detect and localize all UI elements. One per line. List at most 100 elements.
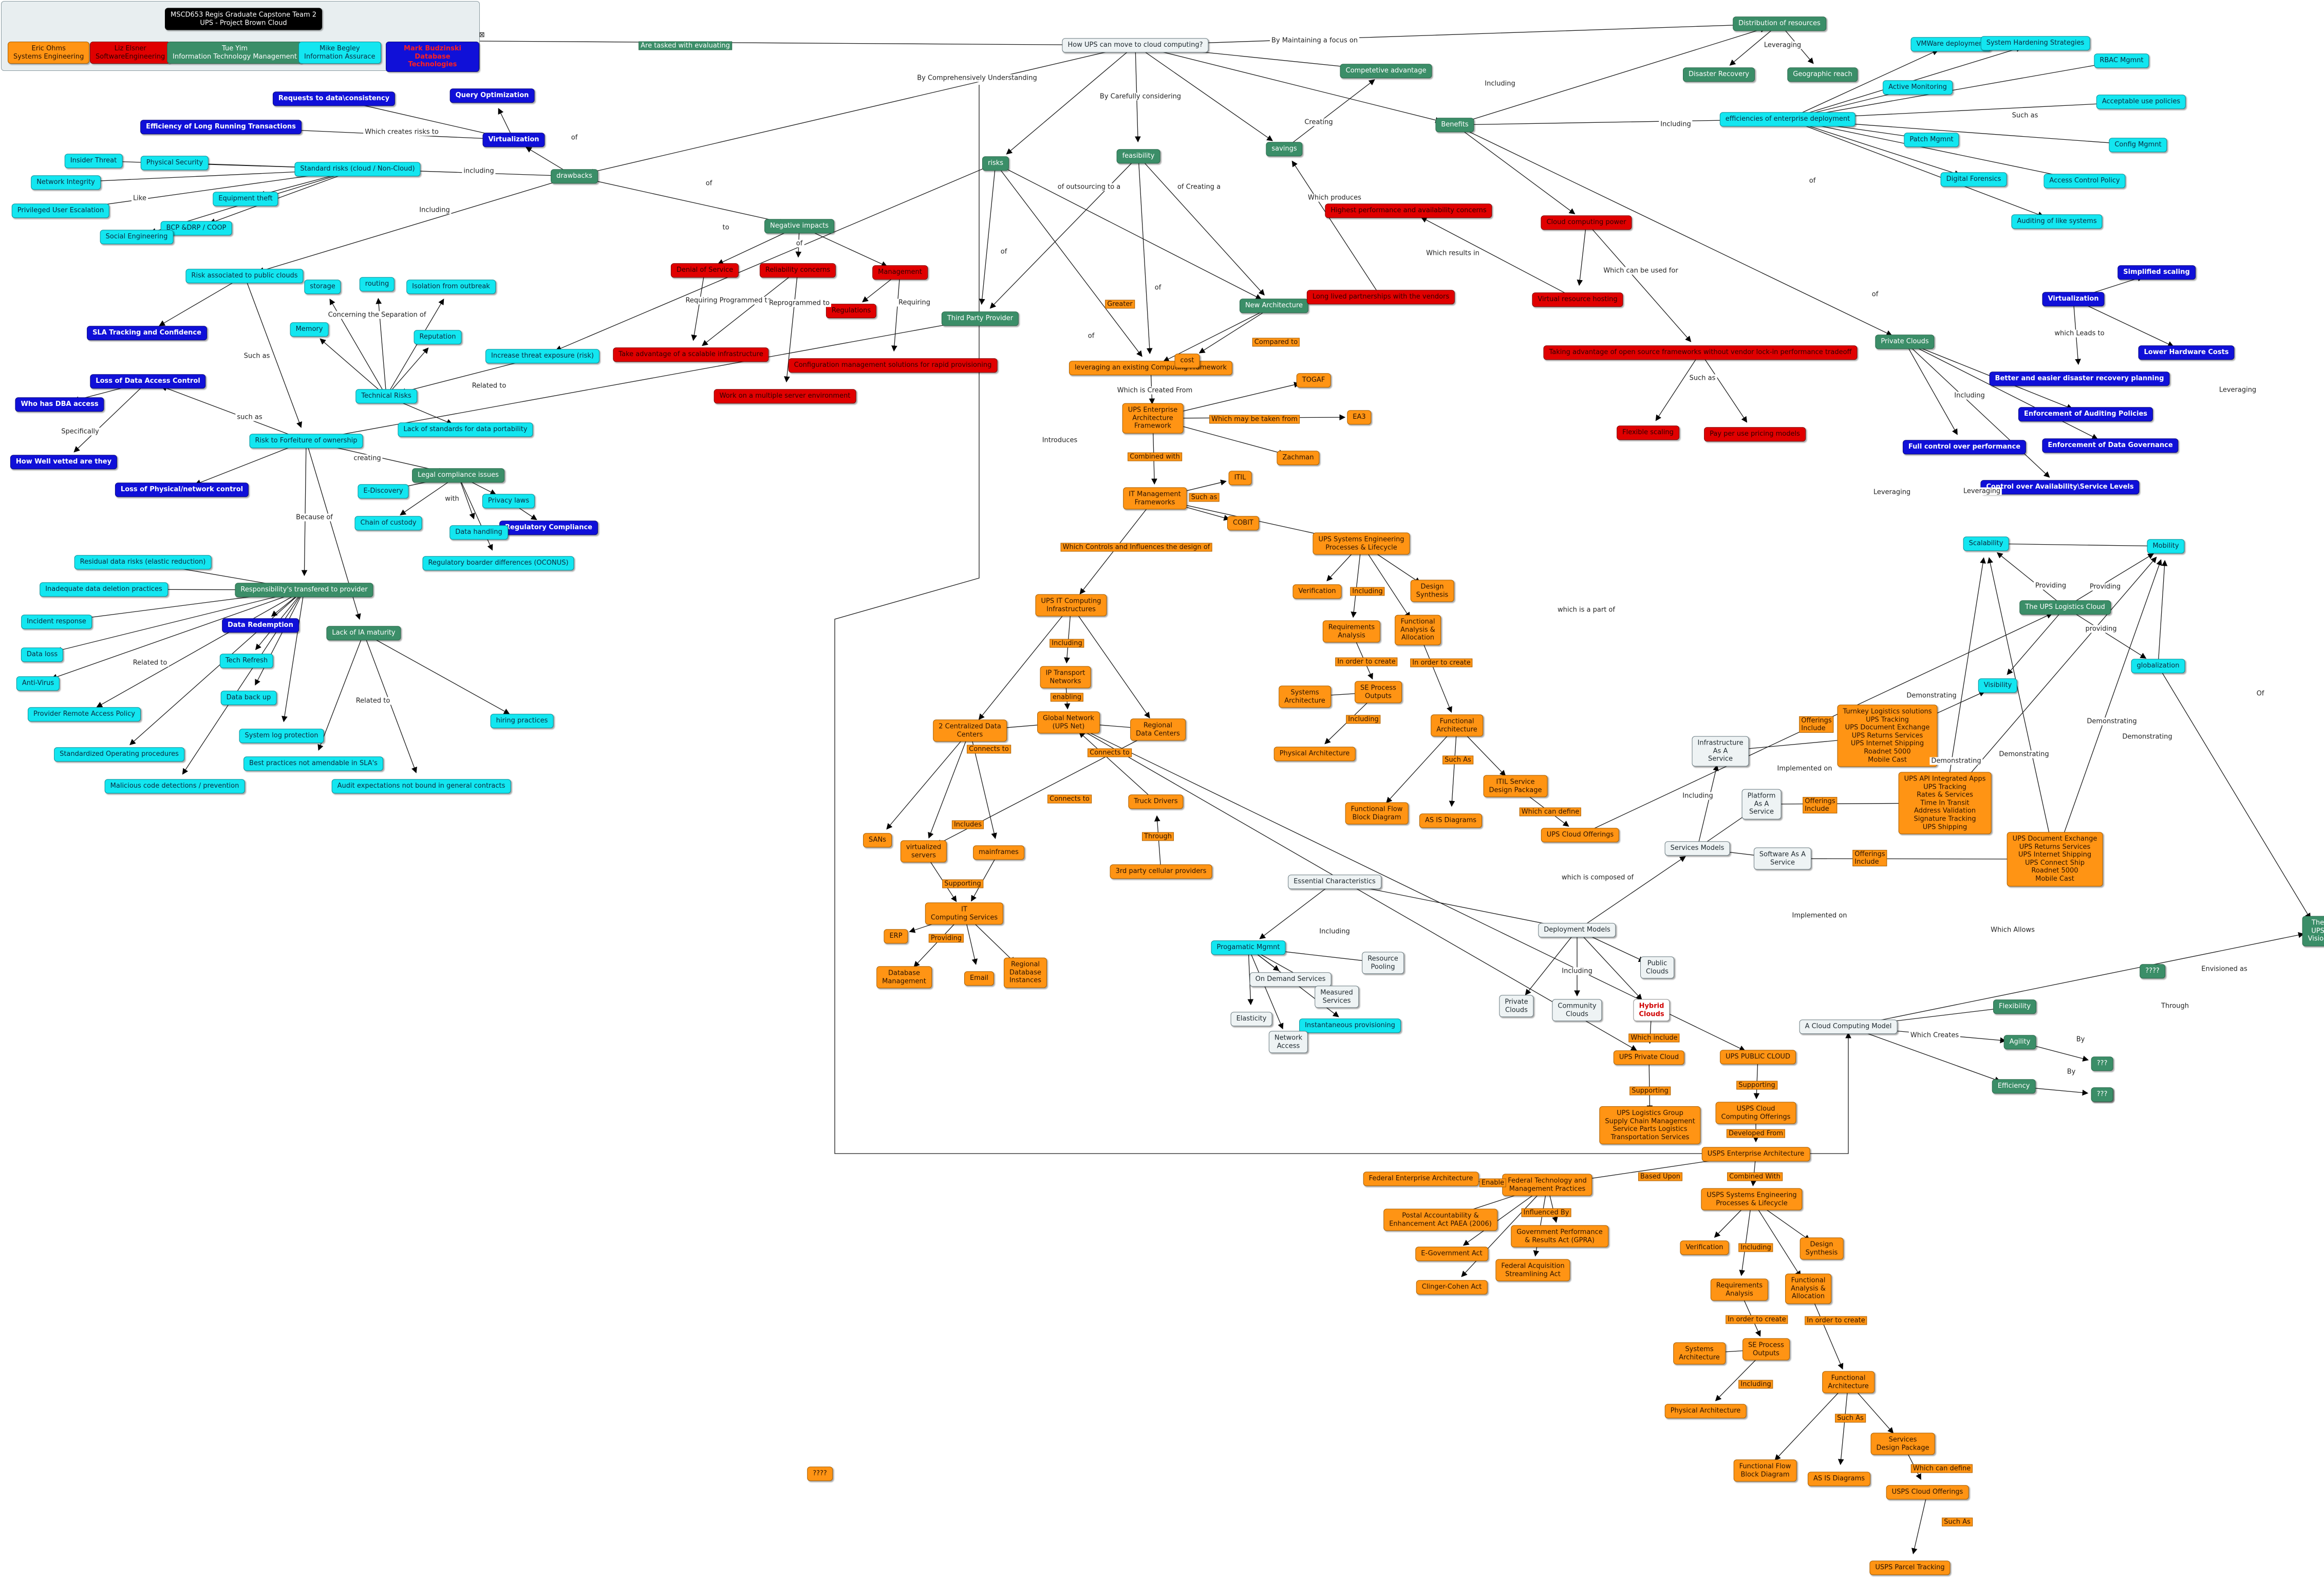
- node-egov[interactable]: E-Government Act: [1415, 1247, 1488, 1261]
- node-virtsrv[interactable]: virtualized servers: [900, 840, 947, 863]
- node-clinger[interactable]: Clinger-Cohen Act: [1416, 1280, 1488, 1294]
- node-hybrid[interactable]: Hybrid Clouds: [1633, 999, 1670, 1022]
- node-q[interactable]: How UPS can move to cloud computing?: [1062, 38, 1209, 52]
- node-privcl[interactable]: Private Clouds: [1875, 335, 1935, 349]
- node-apisvc[interactable]: UPS API Integrated Apps UPS Tracking Rat…: [1898, 772, 1992, 834]
- node-zach[interactable]: Zachman: [1277, 451, 1320, 465]
- node-uspsco2[interactable]: USPS Cloud Offerings: [1886, 1485, 1969, 1499]
- node-virt[interactable]: Virtualization: [482, 133, 545, 147]
- node-thirdp[interactable]: Third Party Provider: [941, 311, 1019, 326]
- node-hiring[interactable]: hiring practices: [490, 714, 554, 728]
- node-inadeq[interactable]: Inadequate data deletion practices: [40, 582, 168, 597]
- node-ntakeadv[interactable]: Take advantage of a scalable infrastruct…: [613, 347, 769, 362]
- node-verif2[interactable]: Verification: [1680, 1240, 1729, 1255]
- node-digfor[interactable]: Digital Forensics: [1940, 172, 2007, 187]
- node-itcs[interactable]: IT Computing Services: [925, 902, 1004, 925]
- node-bestprac[interactable]: Best practices not amendable in SLA's: [243, 756, 383, 771]
- node-lackstd[interactable]: Lack of standards for data portability: [398, 422, 533, 437]
- node-betterdr[interactable]: Better and easier disaster recovery plan…: [1989, 372, 2170, 386]
- node-legal[interactable]: Legal compliance issues: [412, 468, 504, 482]
- node-truck[interactable]: Truck Drivers: [1128, 794, 1184, 809]
- node-netacc[interactable]: Network Access: [1268, 1031, 1308, 1053]
- node-newarch[interactable]: New Architecture: [1239, 299, 1309, 313]
- node-nconfig[interactable]: Configuration management solutions for r…: [788, 358, 998, 373]
- node-togaf[interactable]: TOGAF: [1296, 373, 1331, 387]
- node-cobit[interactable]: COBIT: [1227, 516, 1260, 530]
- node-privc2[interactable]: Private Clouds: [1499, 995, 1534, 1017]
- node-design2[interactable]: Design Synthesis: [1800, 1237, 1844, 1260]
- node-req[interactable]: Requests to data\consistency: [272, 91, 396, 106]
- node-regbor[interactable]: Regulatory boarder differences (OCONUS): [422, 556, 574, 570]
- node-equip[interactable]: Equipment theft: [213, 192, 278, 206]
- node-upsse[interactable]: UPS Systems Engineering Processes & Life…: [1313, 532, 1410, 555]
- node-depmod[interactable]: Deployment Models: [1538, 923, 1616, 937]
- node-globz[interactable]: globalization: [2131, 659, 2185, 673]
- node-itilsd[interactable]: ITIL Service Design Package: [1483, 775, 1548, 797]
- node-bcp[interactable]: BCP &DRP / COOP: [160, 221, 232, 235]
- node-drawbacks[interactable]: drawbacks: [551, 169, 598, 183]
- node-itmf[interactable]: IT Management Frameworks: [1123, 487, 1187, 510]
- node-effent[interactable]: efficiencies of enterprise deployment: [1719, 112, 1856, 126]
- node-physarch[interactable]: Physical Architecture: [1273, 747, 1356, 761]
- node-pubc[interactable]: Public Clouds: [1640, 956, 1674, 979]
- node-nmanage[interactable]: Management: [872, 265, 928, 280]
- node-erp[interactable]: ERP: [884, 929, 908, 943]
- node-cdc[interactable]: 2 Centralized Data Centers: [933, 719, 1007, 742]
- node-progmg[interactable]: Progamatic Mgmnt: [1211, 940, 1286, 955]
- node-enfgov[interactable]: Enforcement of Data Governance: [2042, 438, 2179, 453]
- node-residual[interactable]: Residual data risks (elastic reduction): [74, 555, 212, 569]
- node-malic[interactable]: Malicious code detections / prevention: [104, 779, 245, 793]
- node-techrisk[interactable]: Technical Risks: [355, 389, 417, 403]
- node-rbac[interactable]: RBAC Mgmnt: [2094, 53, 2149, 68]
- node-accctl[interactable]: Access Control Policy: [2044, 174, 2126, 188]
- node-riskpub[interactable]: Risk associated to public clouds: [185, 269, 304, 283]
- node-eff[interactable]: Efficiency: [1992, 1079, 2036, 1093]
- node-auditlog[interactable]: Auditing of like systems: [2011, 214, 2103, 229]
- node-itinf[interactable]: UPS IT Computing Infrastructures: [1035, 594, 1107, 617]
- node-gnet[interactable]: Global Network (UPS Net): [1037, 711, 1100, 734]
- node-geo[interactable]: Geographic reach: [1787, 67, 1858, 82]
- node-upslog[interactable]: The UPS Logistics Cloud: [2019, 600, 2111, 615]
- node-levfw[interactable]: leveraging an existing Computing Framewo…: [1069, 361, 1233, 375]
- node-nreg[interactable]: Regulations: [826, 304, 877, 318]
- node-benefits[interactable]: Benefits: [1435, 118, 1474, 132]
- node-q4[interactable]: ???: [2091, 1087, 2113, 1102]
- node-incthreat[interactable]: Increase threat exposure (risk): [485, 349, 600, 363]
- node-r5[interactable]: Taking advantage of open source framewor…: [1543, 345, 1858, 360]
- node-techref[interactable]: Tech Refresh: [219, 654, 274, 668]
- node-vmware[interactable]: VMWare deployment: [1910, 37, 1992, 51]
- node-logigrp[interactable]: UPS Logistics Group Supply Chain Managem…: [1599, 1106, 1701, 1145]
- node-rdc[interactable]: Regional Data Centers: [1130, 718, 1186, 741]
- node-commc[interactable]: Community Clouds: [1552, 999, 1602, 1022]
- node-dist[interactable]: Distribution of resources: [1733, 16, 1826, 31]
- node-nrel[interactable]: Reliability concerns: [759, 263, 836, 277]
- node-lossdac[interactable]: Loss of Data Access Control: [90, 374, 206, 388]
- node-qopt[interactable]: Query Optimization: [449, 88, 535, 103]
- node-q1[interactable]: ????: [2140, 964, 2165, 978]
- node-paas[interactable]: Platform As A Service: [1741, 789, 1782, 820]
- node-syslog[interactable]: System log protection: [239, 729, 324, 743]
- node-mainf[interactable]: mainframes: [973, 845, 1024, 860]
- node-cost[interactable]: cost: [1174, 354, 1200, 368]
- node-provrem[interactable]: Provider Remote Access Policy: [28, 707, 141, 721]
- node-r2[interactable]: Cloud computing power: [1541, 215, 1632, 230]
- node-netint[interactable]: Network Integrity: [31, 175, 101, 190]
- node-turnkey[interactable]: Turnkey Logistics solutions UPS Tracking…: [1837, 704, 1938, 767]
- node-r1[interactable]: Highest performance and availability con…: [1325, 203, 1492, 218]
- node-config[interactable]: Config Mgmnt: [2109, 138, 2167, 152]
- node-memory[interactable]: Memory: [290, 322, 329, 337]
- node-mobil[interactable]: Mobility: [2147, 539, 2185, 553]
- node-uspsea[interactable]: USPS Enterprise Architecture: [1701, 1147, 1810, 1161]
- node-r3[interactable]: Long lived partnerships with the vendors: [1306, 290, 1455, 304]
- node-neg[interactable]: Negative impacts: [764, 219, 834, 233]
- node-compadv[interactable]: Competetive advantage: [1340, 64, 1432, 78]
- node-funcan[interactable]: Functional Analysis & Allocation: [1395, 615, 1441, 645]
- node-edisc[interactable]: E-Discovery: [358, 484, 409, 498]
- node-funcan2[interactable]: Functional Analysis & Allocation: [1785, 1273, 1831, 1304]
- node-datared[interactable]: Data Redemption: [222, 618, 299, 633]
- node-dbm[interactable]: Database Management: [876, 966, 932, 989]
- node-dataloss[interactable]: Data loss: [21, 647, 64, 662]
- node-reput[interactable]: Reputation: [414, 330, 462, 344]
- node-privcloud[interactable]: UPS Private Cloud: [1613, 1050, 1685, 1065]
- node-accuse[interactable]: Acceptable use policies: [2096, 95, 2186, 109]
